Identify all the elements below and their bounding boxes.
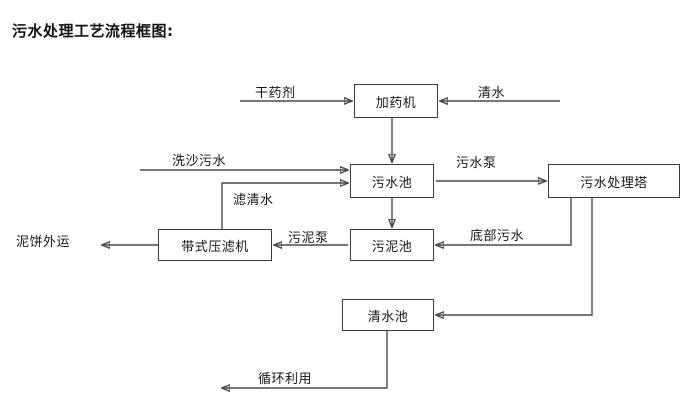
label-dry-agent: 干药剂 (255, 86, 296, 101)
node-dosing-machine[interactable]: 加药机 (354, 84, 438, 118)
label-filtrate-clear-water: 滤清水 (233, 193, 274, 208)
node-treatment-tower-label: 污水处理塔 (580, 175, 648, 191)
node-clear-water-pool-label: 清水池 (367, 309, 409, 325)
label-mud-cake-transport-out: 泥饼外运 (16, 235, 71, 250)
node-sludge-pool-label: 污泥池 (371, 239, 413, 255)
node-clear-water-pool[interactable]: 清水池 (342, 299, 434, 331)
node-dosing-machine-label: 加药机 (375, 95, 417, 111)
edge-tower-to-clearwater (436, 198, 593, 315)
page-title: 污水处理工艺流程框图: (12, 22, 174, 40)
label-sand-washing-wastewater: 洗沙污水 (172, 154, 227, 169)
node-belt-filter-press[interactable]: 带式压滤机 (158, 229, 272, 261)
label-sewage-pump: 污水泵 (456, 156, 497, 171)
node-treatment-tower[interactable]: 污水处理塔 (548, 164, 680, 198)
label-recycling-reuse: 循环利用 (258, 372, 313, 387)
label-sludge-pump: 污泥泵 (288, 231, 329, 246)
node-sewage-pool[interactable]: 污水池 (350, 164, 434, 198)
node-belt-filter-press-label: 带式压滤机 (181, 239, 249, 255)
label-clean-water-inlet: 清水 (478, 86, 506, 101)
label-bottom-sewage: 底部污水 (470, 229, 525, 244)
node-sludge-pool[interactable]: 污泥池 (350, 229, 434, 261)
node-sewage-pool-label: 污水池 (371, 175, 413, 191)
